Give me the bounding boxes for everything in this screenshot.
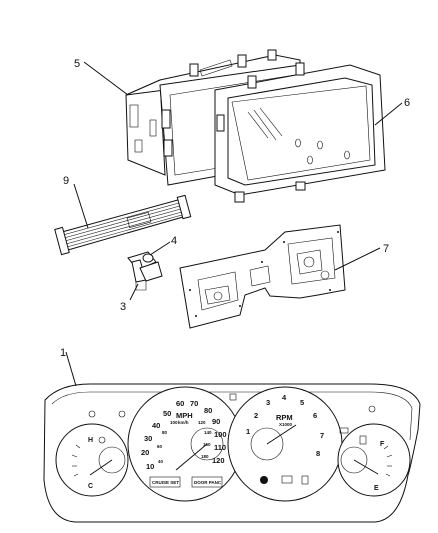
kmh-tick-160: 160	[203, 442, 211, 447]
speedo-tick-labels: 10 20 30 40 50 60 70 80 90 100 110 120	[141, 399, 227, 471]
callout-6: 6	[404, 97, 410, 109]
temp-cold-label: C	[88, 483, 93, 490]
indicator-square-icon	[229, 393, 237, 401]
tach-tick-8: 8	[316, 449, 320, 458]
mph-tick-40: 40	[152, 421, 160, 430]
kmh-tick-120: 120	[198, 420, 206, 425]
bulb-socket	[127, 251, 163, 291]
battery-icon	[339, 427, 349, 434]
cruise-label: CRUISE SET	[152, 480, 179, 485]
callout-4: 4	[171, 235, 177, 247]
fuel-gauge: F E	[337, 423, 411, 497]
leader-lines	[65, 61, 403, 387]
callout-7: 7	[383, 243, 389, 255]
mph-tick-90: 90	[212, 417, 220, 426]
kmh-tick-180: 180	[201, 454, 209, 459]
tach-tick-3: 3	[266, 398, 270, 407]
coolant-icon	[98, 436, 106, 444]
mph-tick-80: 80	[204, 406, 212, 415]
tach-unit-sub: X1000	[279, 422, 293, 427]
speedo-unit: MPH	[176, 411, 193, 420]
flex-circuit	[54, 194, 192, 256]
mph-tick-110: 110	[214, 443, 226, 452]
door-label: DOOR PANC	[194, 480, 222, 485]
instrument-cluster: H C MPH km/h 10 20 30 40 50 60 70 80 90 …	[43, 383, 421, 523]
warning-lamp-icon	[260, 476, 268, 484]
mph-tick-70: 70	[190, 399, 198, 408]
callout-1: 1	[60, 347, 66, 359]
callout-9: 9	[63, 175, 69, 187]
temp-gauge: H C	[55, 423, 129, 497]
kmh-tick-100: 100	[170, 420, 178, 425]
fuel-empty-label: E	[374, 485, 379, 492]
callout-5: 5	[74, 58, 80, 70]
tachometer: RPM X1000 1 2 3 4 5 6 7 8	[227, 386, 343, 502]
tach-tick-4: 4	[282, 393, 287, 402]
lamp-icon	[88, 410, 96, 418]
brake-icon	[118, 410, 126, 418]
tach-tick-2: 2	[254, 411, 258, 420]
mph-tick-10: 10	[146, 462, 154, 471]
engine-icon	[281, 475, 293, 484]
tach-tick-6: 6	[313, 411, 317, 420]
mph-tick-60: 60	[176, 399, 184, 408]
mph-tick-20: 20	[141, 448, 149, 457]
kmh-tick-140: 140	[204, 430, 212, 435]
fuel-full-label: F	[380, 441, 385, 448]
callout-3: 3	[120, 301, 126, 313]
indicator-icon	[368, 405, 376, 413]
mph-tick-30: 30	[144, 434, 152, 443]
tach-unit: RPM	[276, 413, 293, 422]
kmh-tick-labels: 40 60 80 100 120 140 160 180	[157, 420, 212, 464]
tach-tick-5: 5	[300, 398, 304, 407]
temp-hot-label: H	[88, 437, 93, 444]
kmh-tick-40: 40	[158, 459, 164, 464]
circuit-board	[179, 224, 346, 329]
mph-tick-120: 120	[212, 456, 225, 465]
lens-mask	[214, 62, 386, 203]
mph-tick-100: 100	[214, 430, 227, 439]
speedo-unit-sub: km/h	[178, 420, 189, 425]
fuel-icon	[359, 435, 367, 445]
mph-tick-50: 50	[163, 409, 171, 418]
tach-tick-7: 7	[320, 431, 324, 440]
kmh-tick-80: 80	[162, 430, 168, 435]
kmh-tick-60: 60	[157, 444, 163, 449]
fuel-pump-icon	[301, 475, 309, 485]
speedometer: MPH km/h 10 20 30 40 50 60 70 80 90 100 …	[127, 386, 243, 502]
tach-tick-1: 1	[246, 427, 250, 436]
